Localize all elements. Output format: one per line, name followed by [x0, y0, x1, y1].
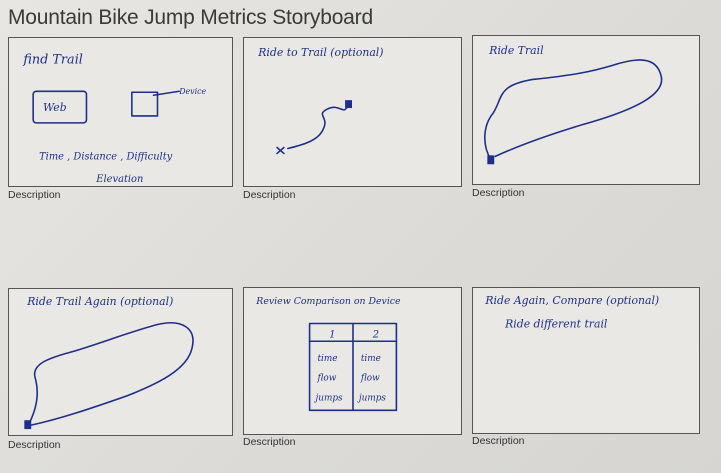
table-cell: flow	[316, 374, 336, 384]
table-cell: flow	[360, 374, 380, 384]
notes-line-2: Elevation	[95, 174, 143, 185]
storyboard-panel-ride-to-trail: Ride to Trail (optional)	[243, 37, 462, 187]
table-header-cell: 2	[372, 329, 379, 340]
storyboard-panel-ride-trail: Ride Trail	[472, 35, 700, 185]
panel-sketch: find Trail Web Device Time , Distance , …	[22, 53, 206, 185]
panel-caption: Description	[472, 187, 525, 199]
storyboard-panel-review-comparison: Review Comparison on Device 1 2 time tim…	[243, 287, 462, 435]
panel-heading: Ride Again, Compare (optional)	[484, 294, 659, 307]
storyboard-panel-find-trail: find Trail Web Device Time , Distance , …	[8, 37, 233, 187]
table-cell: time	[361, 354, 381, 364]
start-marker	[276, 146, 285, 155]
web-label: Web	[43, 101, 67, 114]
panel-heading: Ride Trail	[488, 44, 544, 57]
device-label: Device	[178, 87, 206, 96]
device-pointer	[152, 90, 180, 97]
table-cell: time	[317, 354, 337, 364]
table-header-cell: 1	[329, 329, 335, 340]
device-box	[131, 91, 159, 117]
panel-caption: Description	[243, 189, 296, 201]
panel-sketch: Ride Trail	[484, 44, 663, 165]
panel-caption: Description	[472, 435, 525, 447]
table-grid	[308, 322, 398, 412]
trail-loop	[484, 59, 663, 162]
trailhead-marker	[345, 100, 353, 109]
panel-heading: Review Comparison on Device	[255, 296, 401, 307]
table-cell: jumps	[314, 393, 344, 403]
panel-heading: Ride Trail Again (optional)	[26, 295, 173, 308]
panel-sketch: Ride Again, Compare (optional) Ride diff…	[484, 294, 659, 331]
panel-caption: Description	[8, 189, 61, 201]
trail-loop	[28, 322, 194, 426]
panel-subheading: Ride different trail	[504, 317, 608, 330]
web-box	[32, 90, 88, 124]
panel-sketch: Ride to Trail (optional)	[257, 46, 384, 155]
route-path	[287, 106, 348, 150]
panel-heading: find Trail	[22, 53, 83, 68]
panel-caption: Description	[8, 439, 61, 451]
panel-heading: Ride to Trail (optional)	[257, 46, 383, 59]
storyboard-panel-ride-trail-again: Ride Trail Again (optional)	[8, 288, 233, 436]
trailhead-marker	[24, 420, 32, 430]
notes-line-1: Time , Distance , Difficulty	[39, 151, 173, 162]
page-title: Mountain Bike Jump Metrics Storyboard	[8, 6, 373, 29]
trailhead-marker	[487, 155, 495, 165]
panel-sketch: Review Comparison on Device 1 2 time tim…	[255, 296, 401, 412]
panel-sketch: Ride Trail Again (optional)	[24, 295, 194, 430]
panel-caption: Description	[243, 436, 296, 448]
table-cell: jumps	[357, 393, 387, 403]
storyboard-panel-ride-again-compare: Ride Again, Compare (optional) Ride diff…	[472, 287, 700, 434]
